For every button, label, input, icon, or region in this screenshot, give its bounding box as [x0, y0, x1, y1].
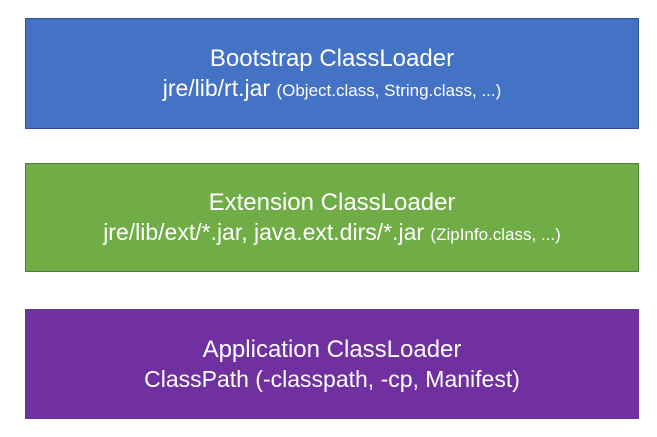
extension-classloader-path: jre/lib/ext/*.jar, java.ext.dirs/*.jar — [103, 219, 425, 246]
extension-classloader-box: Extension ClassLoader jre/lib/ext/*.jar,… — [25, 163, 639, 272]
bootstrap-classloader-path-line: jre/lib/rt.jar (Object.class, String.cla… — [163, 74, 502, 103]
extension-classloader-note: (ZipInfo.class, ...) — [430, 225, 561, 245]
application-classloader-path-line: ClassPath (-classpath, -cp, Manifest) — [144, 365, 520, 394]
bootstrap-classloader-note: (Object.class, String.class, ...) — [276, 81, 502, 101]
bootstrap-classloader-path: jre/lib/rt.jar — [162, 75, 271, 102]
application-classloader-path: ClassPath (-classpath, -cp, Manifest) — [144, 365, 520, 392]
bootstrap-classloader-title: Bootstrap ClassLoader — [209, 45, 455, 73]
application-classloader-title: Application ClassLoader — [202, 335, 462, 363]
extension-classloader-title: Extension ClassLoader — [208, 189, 456, 217]
extension-classloader-path-line: jre/lib/ext/*.jar, java.ext.dirs/*.jar (… — [103, 218, 561, 247]
application-classloader-box: Application ClassLoader ClassPath (-clas… — [25, 309, 639, 419]
bootstrap-classloader-box: Bootstrap ClassLoader jre/lib/rt.jar (Ob… — [25, 18, 639, 129]
